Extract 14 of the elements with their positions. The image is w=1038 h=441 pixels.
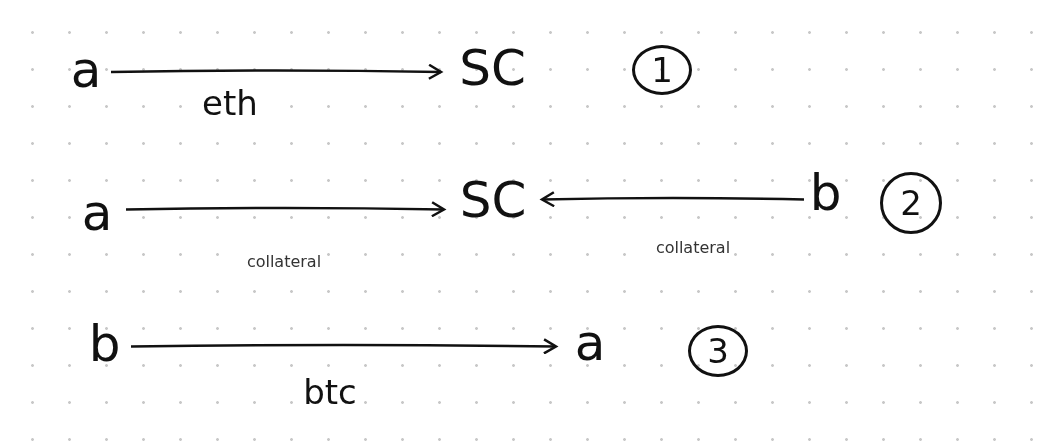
arrow [125,201,446,218]
arrow [131,338,558,355]
handwritten-label: SC [445,40,540,96]
handwritten-label: a [72,188,122,238]
circled-number: 3 [688,325,748,377]
handwritten-label: b [808,168,843,218]
arrow [540,191,805,208]
handwritten-label: b [82,318,127,370]
handwritten-label: a [65,45,107,95]
arrow [110,63,443,81]
circled-number: 2 [880,172,942,234]
circled-number: 1 [632,45,692,95]
handwritten-label: a [560,318,620,368]
handwritten-label: SC [448,172,538,228]
